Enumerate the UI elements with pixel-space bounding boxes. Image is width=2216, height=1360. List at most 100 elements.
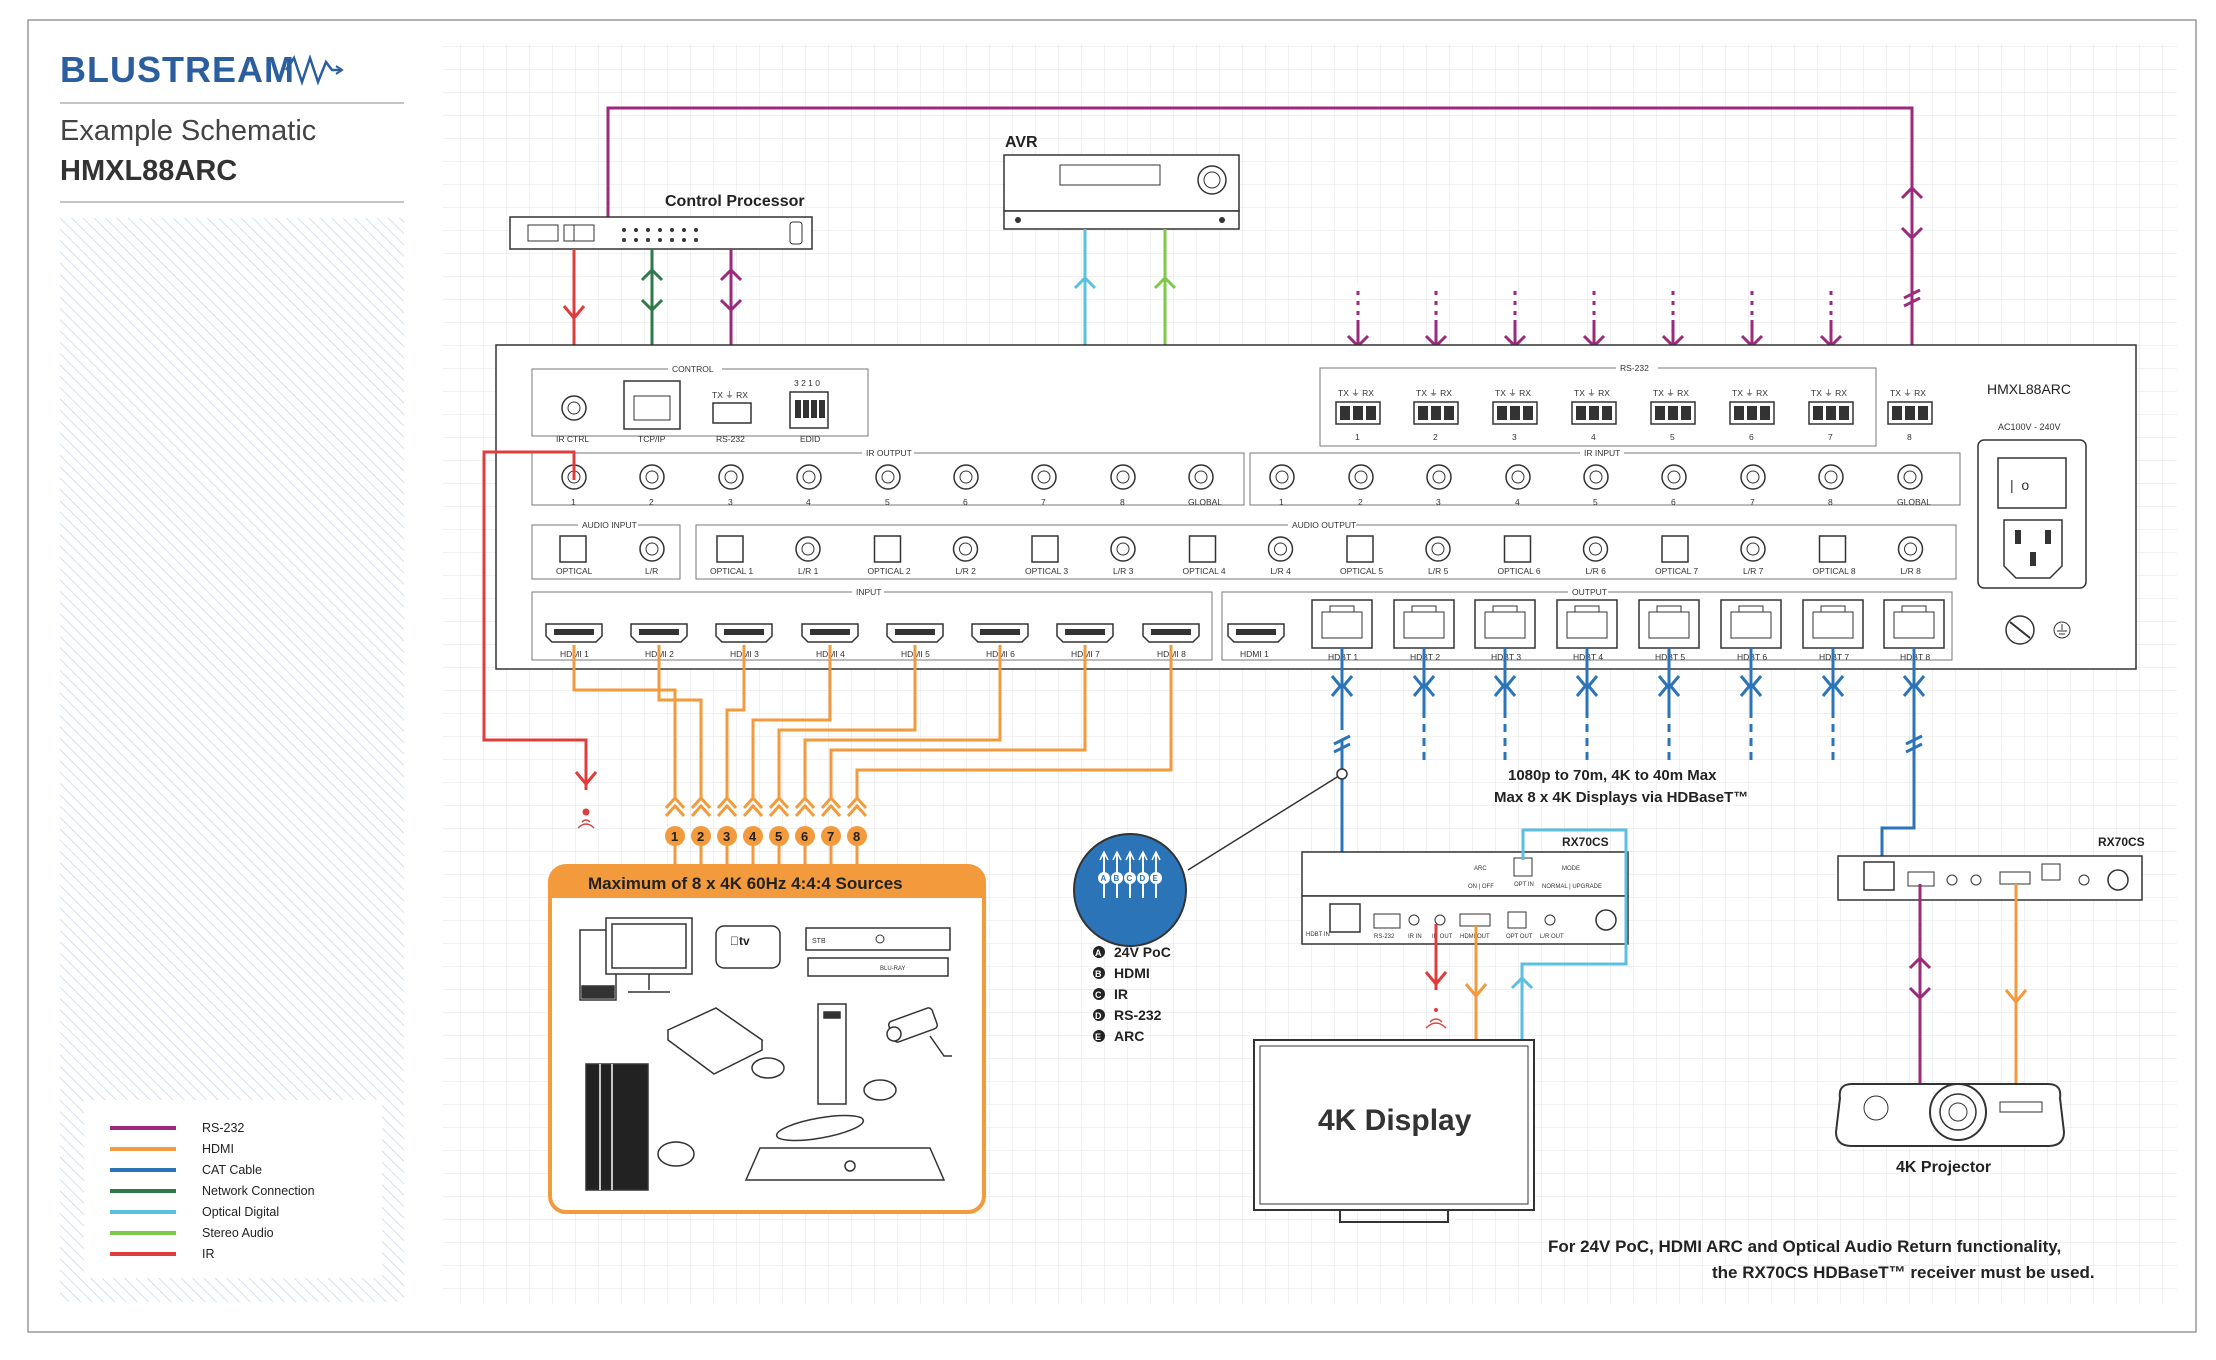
svg-text:1: 1 bbox=[1355, 432, 1360, 442]
ir-output-port[interactable] bbox=[1188, 464, 1214, 490]
ir-output-port[interactable] bbox=[796, 464, 822, 490]
svg-text:8: 8 bbox=[853, 829, 860, 844]
pc-icon bbox=[579, 917, 693, 1001]
rs232-ctrl-label: RS-232 bbox=[716, 434, 745, 444]
rx-left-hdmi-out[interactable] bbox=[1459, 913, 1491, 927]
ir-output-port[interactable] bbox=[1031, 464, 1057, 490]
source-number-badge bbox=[717, 826, 737, 846]
hdbt-output-port[interactable] bbox=[1720, 599, 1782, 649]
ir-input-port[interactable] bbox=[1897, 464, 1923, 490]
hdbt-output-port[interactable] bbox=[1393, 599, 1455, 649]
svg-text:1: 1 bbox=[1279, 497, 1284, 507]
audio-out-lr-port[interactable] bbox=[1897, 536, 1924, 562]
rx-left-opt-in[interactable] bbox=[1513, 857, 1533, 877]
svg-text:3: 3 bbox=[1436, 497, 1441, 507]
projector-label: 4K Projector bbox=[1896, 1159, 1991, 1176]
svg-text:L/R 1: L/R 1 bbox=[798, 566, 819, 576]
audio-out-lr-port[interactable] bbox=[1740, 536, 1766, 562]
tcpip-port[interactable] bbox=[623, 380, 681, 430]
svg-text:tv: tv bbox=[730, 934, 750, 948]
audio-out-lr-port[interactable] bbox=[1267, 536, 1294, 562]
svg-text:OPTICAL: OPTICAL bbox=[556, 566, 593, 576]
svg-text:3: 3 bbox=[728, 497, 733, 507]
ir-output-port[interactable] bbox=[639, 464, 665, 490]
ir-input-port[interactable] bbox=[1505, 464, 1531, 490]
display-4k: 4K Display bbox=[1253, 1039, 1535, 1223]
svg-text:7: 7 bbox=[827, 829, 834, 844]
audio-out-optical-port[interactable] bbox=[1188, 535, 1217, 563]
audio-out-optical-port[interactable] bbox=[1818, 535, 1847, 563]
audio-in-lr-port[interactable] bbox=[639, 536, 665, 562]
audio-out-lr-port[interactable] bbox=[795, 536, 821, 562]
svg-text:3: 3 bbox=[723, 829, 730, 844]
audio-out-optical-port[interactable] bbox=[1661, 535, 1689, 563]
svg-text:3: 3 bbox=[1512, 432, 1517, 442]
svg-text:8: 8 bbox=[1120, 497, 1125, 507]
audio-out-lr-port[interactable] bbox=[952, 536, 979, 562]
brand-wave-icon bbox=[284, 54, 340, 86]
source-number-badge bbox=[665, 826, 685, 846]
distance-note-2: Max 8 x 4K Displays via HDBaseT™ bbox=[1494, 789, 1748, 806]
ir-input-port[interactable] bbox=[1740, 464, 1766, 490]
ir-ctrl-port[interactable] bbox=[561, 395, 587, 421]
svg-text:2: 2 bbox=[1358, 497, 1363, 507]
legend-label: Optical Digital bbox=[202, 1205, 279, 1219]
audio-out-lr-port[interactable] bbox=[1425, 536, 1451, 562]
hdbt-output-port[interactable] bbox=[1556, 599, 1618, 649]
legend-label: IR bbox=[202, 1247, 215, 1261]
ir-input-port[interactable] bbox=[1583, 464, 1609, 490]
svg-text:5: 5 bbox=[1670, 432, 1675, 442]
audio-in-optical-port[interactable] bbox=[559, 535, 587, 563]
audio-out-optical-port[interactable] bbox=[716, 535, 744, 563]
rx-right-hdbt-in[interactable] bbox=[1863, 861, 1895, 891]
svg-text:OUTPUT: OUTPUT bbox=[1572, 587, 1607, 597]
audio-out-lr-port[interactable] bbox=[1110, 536, 1136, 562]
projector-4k: 4K Projector bbox=[1834, 1083, 2066, 1176]
svg-text:L/R 3: L/R 3 bbox=[1113, 566, 1134, 576]
cable-key-label: RS-232 bbox=[1114, 1007, 1162, 1023]
svg-text:7: 7 bbox=[1828, 432, 1833, 442]
source-number-badge bbox=[691, 826, 711, 846]
ir-input-port[interactable] bbox=[1661, 464, 1687, 490]
audio-out-optical-port[interactable] bbox=[1031, 535, 1059, 563]
audio-out-lr-port[interactable] bbox=[1582, 536, 1609, 562]
ir-output-port[interactable] bbox=[1110, 464, 1136, 490]
ir-input-port[interactable] bbox=[1818, 464, 1844, 490]
ir-input-port[interactable] bbox=[1269, 464, 1295, 490]
source-number-badge bbox=[821, 826, 841, 846]
ir-input-port[interactable] bbox=[1426, 464, 1452, 490]
ir-emitter-line bbox=[482, 450, 598, 829]
hdbt-output-port[interactable] bbox=[1474, 599, 1536, 649]
rx-right-to-projector bbox=[1908, 884, 2028, 1092]
audio-out-optical-port[interactable] bbox=[1503, 535, 1532, 563]
ir-output-port[interactable] bbox=[953, 464, 979, 490]
control-processor: Control Processor bbox=[509, 193, 813, 250]
rx-left-hdbt-in[interactable] bbox=[1329, 903, 1361, 933]
svg-text:E: E bbox=[1095, 1032, 1101, 1042]
rx-right-hdmi-out[interactable] bbox=[1999, 871, 2031, 885]
ir-output-port[interactable] bbox=[875, 464, 901, 490]
audio-out-optical-port[interactable] bbox=[1346, 535, 1374, 563]
apple-tv-icon: tv bbox=[715, 925, 781, 969]
source-number-badge bbox=[847, 826, 867, 846]
ir-output-port[interactable] bbox=[718, 464, 744, 490]
hdbt-output-port[interactable] bbox=[1802, 599, 1864, 649]
hdbt-output-port[interactable] bbox=[1638, 599, 1700, 649]
svg-text:6: 6 bbox=[801, 829, 808, 844]
svg-text:5: 5 bbox=[775, 829, 782, 844]
power-switch[interactable] bbox=[1997, 457, 2067, 509]
rs232-ctrl-port[interactable] bbox=[712, 402, 752, 424]
svg-text:TX ⏚ RX: TX ⏚ RX bbox=[1732, 388, 1768, 398]
distance-note-1: 1080p to 70m, 4K to 40m Max bbox=[1508, 767, 1717, 784]
ir-input-port[interactable] bbox=[1348, 464, 1374, 490]
sources-title: Maximum of 8 x 4K 60Hz 4:4:4 Sources bbox=[588, 874, 903, 893]
rx70cs-right-label: RX70CS bbox=[2098, 835, 2145, 849]
hdbt-output-port[interactable] bbox=[1311, 599, 1373, 649]
svg-text:STB: STB bbox=[812, 938, 826, 945]
cable-key-badge bbox=[1093, 946, 1105, 958]
svg-text:L/R OUT: L/R OUT bbox=[1540, 934, 1564, 940]
audio-out-optical-port[interactable] bbox=[873, 535, 902, 563]
svg-text:D: D bbox=[1140, 874, 1146, 883]
hdbt-output-lines bbox=[1330, 648, 1926, 862]
hdbt-output-port[interactable] bbox=[1883, 599, 1945, 649]
